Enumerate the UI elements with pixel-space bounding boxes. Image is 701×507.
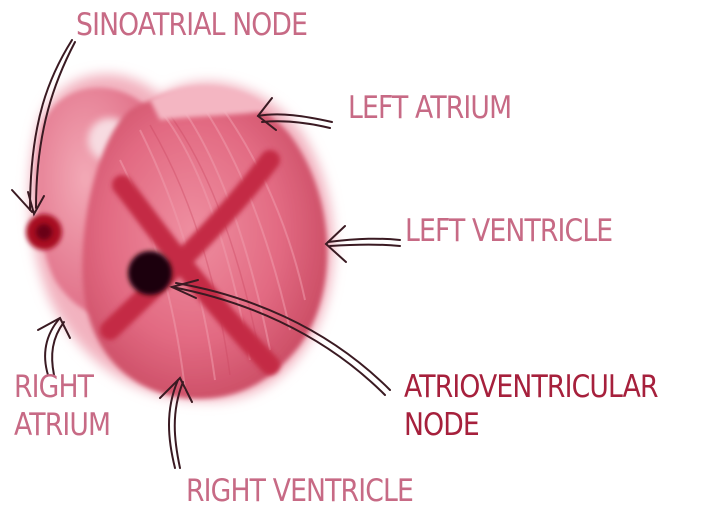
- sinoatrial-node-dot: [26, 214, 62, 250]
- label-atrioventricular-node: ATRIOVENTRICULAR NODE: [404, 368, 658, 444]
- left-ventricle-arrow: [326, 226, 400, 262]
- label-atrioventricular-node-line2: NODE: [404, 406, 658, 444]
- label-right-ventricle: RIGHT VENTRICLE: [186, 472, 413, 507]
- atrioventricular-node-dot: [128, 251, 172, 295]
- label-sinoatrial-node: SINOATRIAL NODE: [76, 6, 307, 44]
- label-right-atrium-line2: ATRIUM: [14, 406, 110, 444]
- label-right-atrium: RIGHT ATRIUM: [14, 368, 110, 444]
- label-left-atrium: LEFT ATRIUM: [348, 89, 511, 127]
- right-atrium-arrow: [38, 318, 70, 375]
- label-right-atrium-line1: RIGHT: [14, 368, 110, 406]
- label-atrioventricular-node-line1: ATRIOVENTRICULAR: [404, 368, 658, 406]
- label-left-ventricle: LEFT VENTRICLE: [405, 212, 612, 250]
